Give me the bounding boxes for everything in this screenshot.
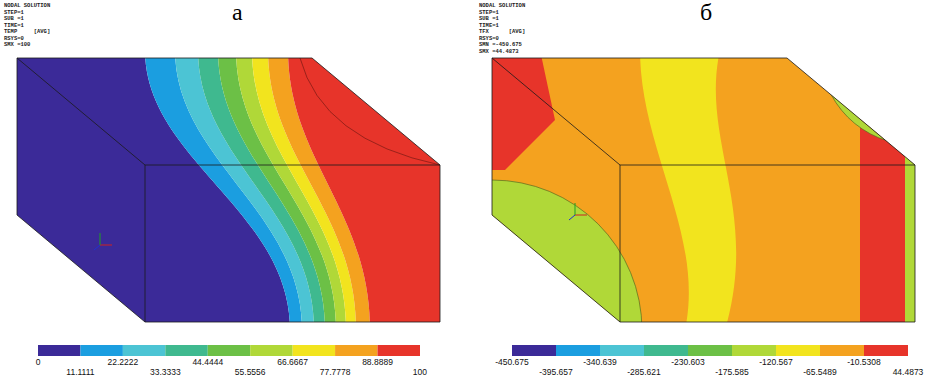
box-edge bbox=[620, 165, 621, 322]
legend-value: -120.567 bbox=[759, 357, 793, 367]
panel-letter: б bbox=[700, 0, 712, 24]
legend-value: -395.657 bbox=[539, 367, 573, 377]
color-bar bbox=[512, 345, 908, 356]
legend-value: 88.8889 bbox=[362, 357, 393, 367]
legend-value: -450.675 bbox=[495, 357, 529, 367]
bar-segment bbox=[732, 345, 776, 356]
box-edge bbox=[17, 58, 145, 165]
flux-region bbox=[860, 50, 905, 330]
box-edge bbox=[145, 165, 440, 166]
box-outline bbox=[17, 58, 440, 322]
bar-segment bbox=[208, 345, 250, 356]
bar-segment bbox=[38, 345, 80, 356]
legend-value: 11.1111 bbox=[66, 367, 94, 377]
flux-region bbox=[480, 50, 930, 330]
legend-value: 66.6667 bbox=[277, 357, 308, 367]
box-outline bbox=[492, 58, 915, 322]
bar-segment bbox=[378, 345, 420, 356]
axis-x bbox=[100, 245, 112, 246]
axis-z bbox=[94, 245, 100, 250]
contour-arc bbox=[300, 58, 440, 165]
panel-letter: а bbox=[232, 0, 243, 24]
legend-value: 77.7778 bbox=[320, 367, 351, 377]
temperature-field bbox=[0, 50, 460, 330]
legend-value: 44.4873 bbox=[893, 367, 924, 377]
bar-segment bbox=[335, 345, 377, 356]
band-8 bbox=[288, 50, 460, 330]
bar-segment bbox=[123, 345, 165, 356]
bar-segment bbox=[293, 345, 335, 356]
color-bar bbox=[38, 345, 420, 356]
bar-segment bbox=[600, 345, 644, 356]
legend-value: -175.585 bbox=[715, 367, 749, 377]
legend-value: 100 bbox=[413, 367, 427, 377]
bar-segment bbox=[820, 345, 864, 356]
flux-region bbox=[640, 50, 736, 330]
legend-value: -10.5308 bbox=[847, 357, 881, 367]
legend-value: 44.4444 bbox=[192, 357, 223, 367]
bar-segment bbox=[688, 345, 732, 356]
bar-segment bbox=[165, 345, 207, 356]
axis-x bbox=[575, 215, 587, 216]
bar-segment bbox=[250, 345, 292, 356]
box-edge bbox=[620, 165, 915, 166]
solution-header: SMX =44.4873 bbox=[479, 49, 519, 56]
bar-segment bbox=[512, 345, 556, 356]
legend-value: 33.3333 bbox=[150, 367, 181, 377]
axis-z bbox=[569, 215, 575, 220]
legend-value: -230.603 bbox=[671, 357, 705, 367]
solution-header: SMX =100 bbox=[4, 42, 30, 49]
legend-value: 0 bbox=[36, 357, 41, 367]
flux-region bbox=[480, 50, 555, 170]
axis-y bbox=[100, 233, 101, 245]
bar-segment bbox=[556, 345, 600, 356]
axis-triad bbox=[569, 203, 587, 220]
legend-value: -285.621 bbox=[627, 367, 661, 377]
legend-value: -65.5489 bbox=[803, 367, 837, 377]
axis-triad bbox=[94, 233, 112, 250]
flux-field bbox=[342, 0, 938, 380]
box-edge bbox=[145, 165, 146, 322]
flux-region bbox=[820, 0, 938, 145]
legend-value: 22.2222 bbox=[108, 357, 139, 367]
box-edge bbox=[492, 58, 620, 165]
box-edges bbox=[492, 58, 915, 322]
box-edges bbox=[17, 58, 440, 322]
bar-segment bbox=[644, 345, 688, 356]
bar-segment bbox=[80, 345, 122, 356]
bar-segment bbox=[776, 345, 820, 356]
axis-y bbox=[575, 203, 576, 215]
bar-segment bbox=[864, 345, 908, 356]
legend-value: -340.639 bbox=[583, 357, 617, 367]
legend-value: 55.5556 bbox=[235, 367, 266, 377]
